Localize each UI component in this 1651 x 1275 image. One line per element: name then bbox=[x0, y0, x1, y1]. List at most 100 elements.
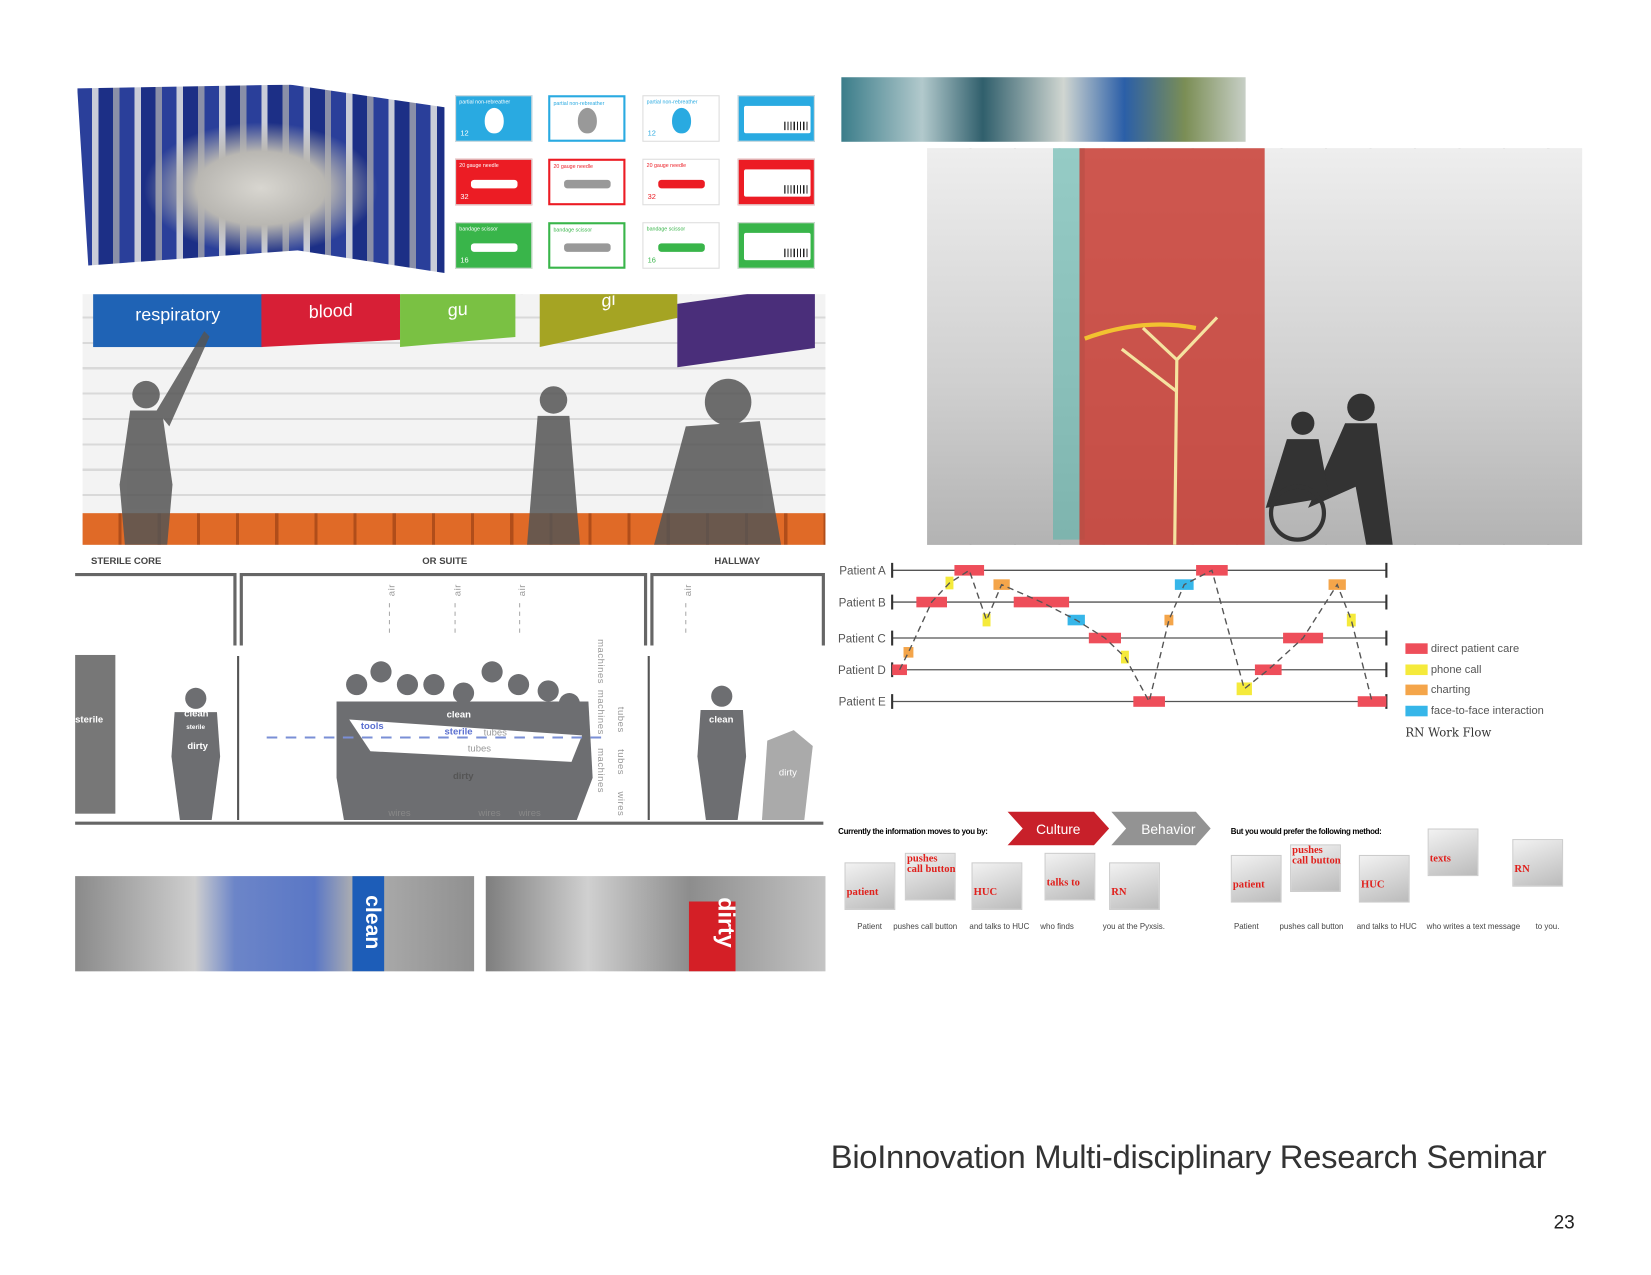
step-tag: pushes call button bbox=[906, 852, 956, 876]
step-caption: pushes call button bbox=[1279, 921, 1344, 932]
step-tag: RN bbox=[1111, 886, 1127, 899]
diagram-label: clean bbox=[446, 708, 471, 720]
diagram-label: tubes bbox=[483, 726, 507, 738]
clean-banner: clean bbox=[360, 895, 385, 950]
item-icon bbox=[484, 108, 504, 134]
event-direct bbox=[954, 565, 985, 576]
machines-label: machines bbox=[595, 639, 607, 685]
page-number: 23 bbox=[1553, 1211, 1575, 1233]
item-icon bbox=[577, 107, 597, 134]
legend-label: phone call bbox=[1430, 662, 1482, 676]
air-label: air bbox=[682, 584, 694, 597]
legend-swatch bbox=[1405, 684, 1428, 696]
tubes-label: tubes bbox=[615, 749, 627, 776]
card-count: 12 bbox=[460, 130, 469, 138]
supply-card bbox=[737, 222, 815, 269]
dirty-room-photo: dirty bbox=[485, 876, 826, 972]
card-item-label: 20 gauge needle bbox=[553, 164, 593, 171]
step-caption: who writes a text message bbox=[1426, 921, 1521, 932]
legend-item-charting: charting bbox=[1405, 684, 1470, 696]
supply-card: 20 gauge needle bbox=[548, 158, 626, 206]
event-direct bbox=[1254, 664, 1282, 676]
tubes-label: tubes bbox=[615, 706, 627, 733]
behavior-chevron: Behavior bbox=[1111, 811, 1211, 846]
current-step-thumb: patient bbox=[844, 862, 896, 910]
legend-swatch bbox=[1405, 663, 1428, 675]
diagram-label: tools bbox=[360, 720, 384, 732]
supply-card: 20 gauge needle 32 bbox=[455, 158, 533, 206]
step-caption: you at the Pyxsis. bbox=[1102, 921, 1165, 932]
clean-room-photo: clean bbox=[75, 876, 475, 972]
item-icon bbox=[470, 179, 517, 189]
legend-swatch bbox=[1405, 643, 1428, 654]
step-tag: HUC bbox=[1360, 879, 1385, 891]
sterile-label: sterile bbox=[75, 714, 104, 725]
current-step-thumb: pushes call button bbox=[904, 852, 956, 901]
preferred-step-thumb: HUC bbox=[1358, 854, 1410, 903]
item-icon bbox=[563, 179, 611, 189]
diagram-label: wires bbox=[388, 807, 411, 818]
card-count: 32 bbox=[460, 193, 469, 202]
legend-label: direct patient care bbox=[1430, 642, 1520, 655]
card-count: 16 bbox=[647, 257, 656, 265]
card-count: 12 bbox=[647, 130, 656, 138]
seminar-title: BioInnovation Multi-disciplinary Researc… bbox=[830, 1138, 1547, 1176]
step-tag: HUC bbox=[973, 886, 998, 899]
step-tag: texts bbox=[1429, 852, 1451, 865]
diagram-label: clean bbox=[184, 707, 209, 719]
step-tag: talks to bbox=[1046, 877, 1080, 889]
step-caption: Patient bbox=[857, 921, 882, 932]
barcode-label-icon bbox=[743, 105, 811, 134]
tree-mural bbox=[1084, 316, 1219, 545]
preferred-step-thumb: RN bbox=[1512, 839, 1564, 887]
supply-card: bandage scissor bbox=[548, 222, 626, 269]
machines-label: machines bbox=[595, 748, 607, 794]
zone-label: OR SUITE bbox=[422, 555, 468, 567]
legend-label: face-to-face interaction bbox=[1430, 704, 1544, 717]
step-tag: pushes call button bbox=[1292, 844, 1341, 867]
event-direct bbox=[1133, 696, 1165, 707]
legend-item-direct: direct patient care bbox=[1405, 642, 1519, 655]
air-label: air bbox=[386, 584, 397, 597]
shelf-section-respiratory: respiratory bbox=[93, 294, 263, 348]
card-item-label: 20 gauge needle bbox=[459, 162, 499, 170]
supply-card: partial non-rebreather bbox=[548, 95, 626, 142]
step-tag: patient bbox=[846, 886, 879, 899]
lobby-render bbox=[927, 148, 1583, 545]
supply-card: bandage scissor 16 bbox=[642, 222, 720, 269]
air-label: air bbox=[451, 584, 463, 597]
supply-room-photo bbox=[77, 84, 445, 273]
culture-chevron: Culture bbox=[1007, 811, 1110, 846]
diagram-label: sterile bbox=[444, 725, 473, 737]
card-item-label: bandage scissor bbox=[553, 227, 593, 234]
chart-title: RN Work Flow bbox=[1405, 725, 1492, 740]
item-icon bbox=[470, 243, 517, 252]
row-label: Patient C bbox=[838, 632, 886, 645]
legend-swatch bbox=[1405, 705, 1428, 716]
card-item-label: bandage scissor bbox=[459, 226, 498, 233]
or-flow-diagram bbox=[75, 572, 825, 825]
wheelchair-silhouette bbox=[1265, 393, 1393, 545]
culture-label: Culture bbox=[1036, 820, 1081, 837]
wires-label: wires bbox=[615, 791, 627, 817]
diagram-label: clean bbox=[709, 714, 734, 725]
diagram-label: sterile bbox=[186, 724, 205, 732]
zone-label: HALLWAY bbox=[714, 555, 761, 567]
card-item-label: partial non-rebreather bbox=[646, 99, 698, 106]
event-phone bbox=[982, 613, 991, 627]
row-label: Patient A bbox=[839, 565, 886, 578]
silhouettes bbox=[119, 331, 782, 545]
event-direct bbox=[1357, 696, 1387, 707]
barcode-label-icon bbox=[743, 169, 811, 197]
barcode-label-icon bbox=[743, 232, 811, 261]
card-item-label: 20 gauge needle bbox=[646, 162, 687, 170]
card-item-label: partial non-rebreather bbox=[459, 99, 511, 106]
card-item-label: bandage scissor bbox=[646, 226, 686, 233]
machines-label: machines bbox=[595, 689, 607, 735]
current-step-thumb: HUC bbox=[971, 862, 1023, 910]
preferred-step-thumb: patient bbox=[1230, 854, 1282, 903]
step-tag: patient bbox=[1232, 879, 1265, 891]
